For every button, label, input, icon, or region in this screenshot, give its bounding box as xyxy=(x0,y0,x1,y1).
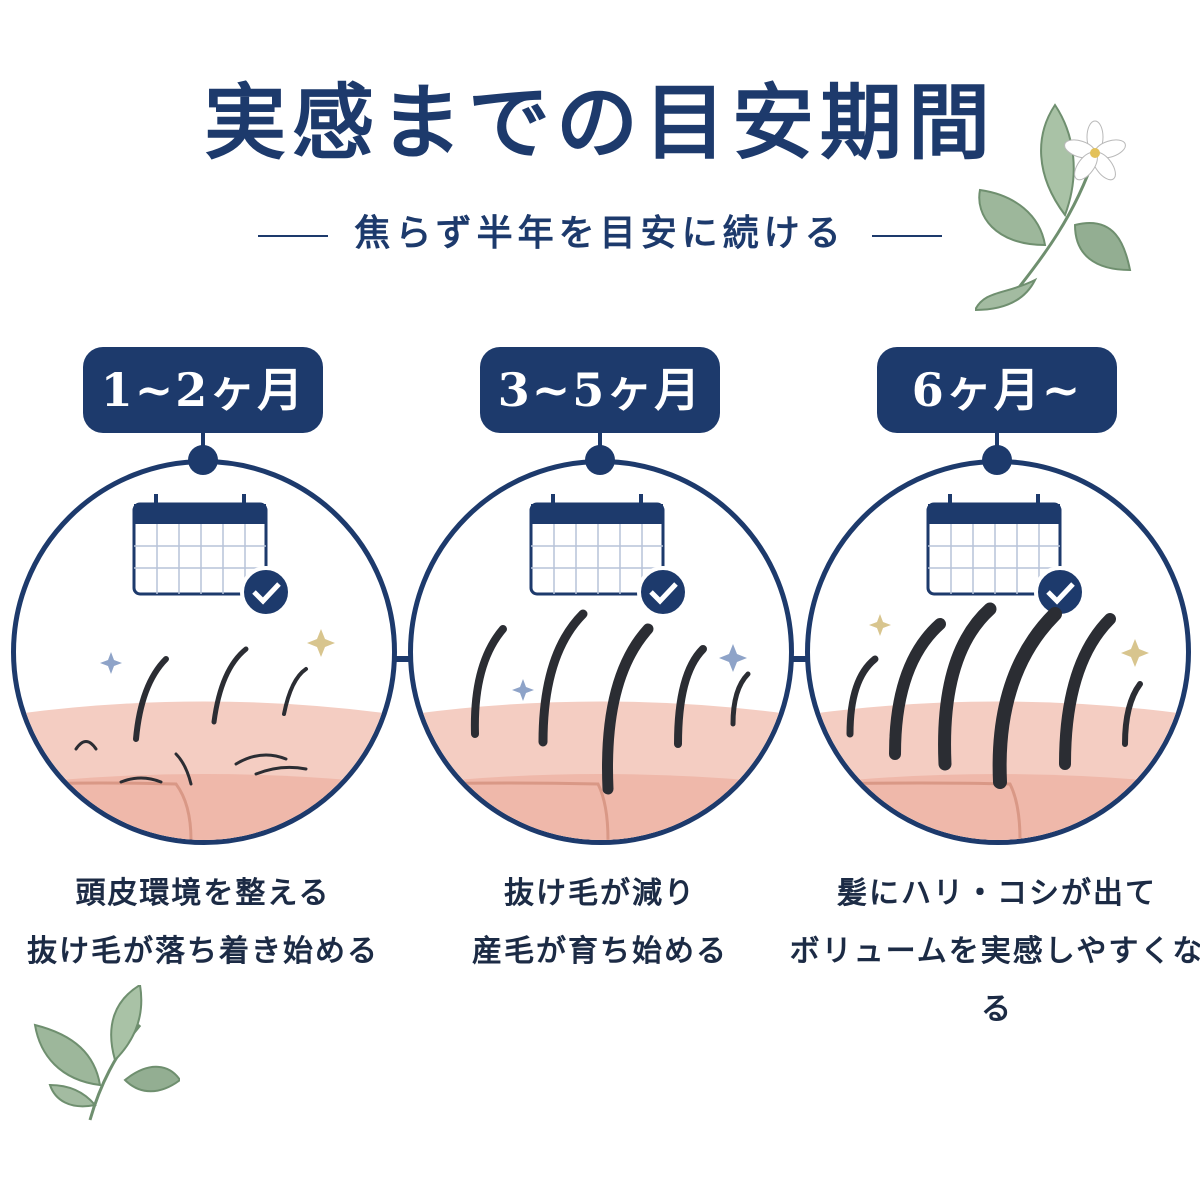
hair-strands xyxy=(470,609,751,795)
description-line-2: 産毛が育ち始める xyxy=(472,934,728,969)
hair-strands xyxy=(846,602,1143,789)
calendar-icon xyxy=(529,494,665,596)
sparkle-icon xyxy=(869,614,891,636)
hair-strands xyxy=(74,646,308,786)
stage-description: 髪にハリ・コシが出て ボリュームを実感しやすくなる xyxy=(777,865,1200,1039)
scalp-illustration xyxy=(805,459,1191,845)
stage-badge: 1~2ヶ月 xyxy=(83,347,323,433)
skin-layer xyxy=(16,701,392,840)
page-subtitle: 焦らず半年を目安に続ける xyxy=(0,204,1200,256)
description-line-1: 抜け毛が減り xyxy=(504,876,696,911)
sparkle-icon xyxy=(719,644,747,672)
sparkle-icon xyxy=(512,679,534,701)
subtitle-right-rule xyxy=(871,235,942,237)
sparkle-icon xyxy=(307,629,335,657)
description-line-2: ボリュームを実感しやすくなる xyxy=(789,934,1200,1027)
stage-3: 6ヶ月~ xyxy=(790,345,1200,1027)
description-line-2: 抜け毛が落ち着き始める xyxy=(27,934,379,969)
stage-description: 抜け毛が減り 産毛が育ち始める xyxy=(380,865,820,981)
stage-badge: 6ヶ月~ xyxy=(877,347,1117,433)
description-line-1: 髪にハリ・コシが出て xyxy=(837,876,1157,911)
scalp-illustration xyxy=(408,459,794,845)
scalp-illustration xyxy=(11,459,397,845)
timeline-connector-1 xyxy=(385,656,419,662)
tea-leaf-icon xyxy=(33,985,180,1121)
stage-2: 3~5ヶ月 xyxy=(400,345,800,985)
subtitle-text: 焦らず半年を目安に続ける xyxy=(354,212,846,254)
sparkle-icon xyxy=(1121,639,1149,667)
calendar-icon xyxy=(132,494,268,596)
check-icon xyxy=(240,566,292,618)
stage-1: 1~2ヶ月 xyxy=(3,345,403,985)
timeline-node xyxy=(585,445,615,475)
subtitle-left-rule xyxy=(258,235,329,237)
page-title: 実感までの目安期間 xyxy=(203,75,996,171)
calendar-icon xyxy=(926,494,1062,596)
timeline-connector-2 xyxy=(782,656,816,662)
flower-leaf-icon xyxy=(975,103,1132,312)
stage-description: 頭皮環境を整える 抜け毛が落ち着き始める xyxy=(0,865,423,981)
stage-badge: 3~5ヶ月 xyxy=(480,347,720,433)
timeline-node xyxy=(982,445,1012,475)
sparkle-icon xyxy=(100,652,122,674)
timeline-node xyxy=(188,445,218,475)
check-icon xyxy=(637,566,689,618)
description-line-1: 頭皮環境を整える xyxy=(75,876,331,911)
check-icon xyxy=(1034,566,1086,618)
